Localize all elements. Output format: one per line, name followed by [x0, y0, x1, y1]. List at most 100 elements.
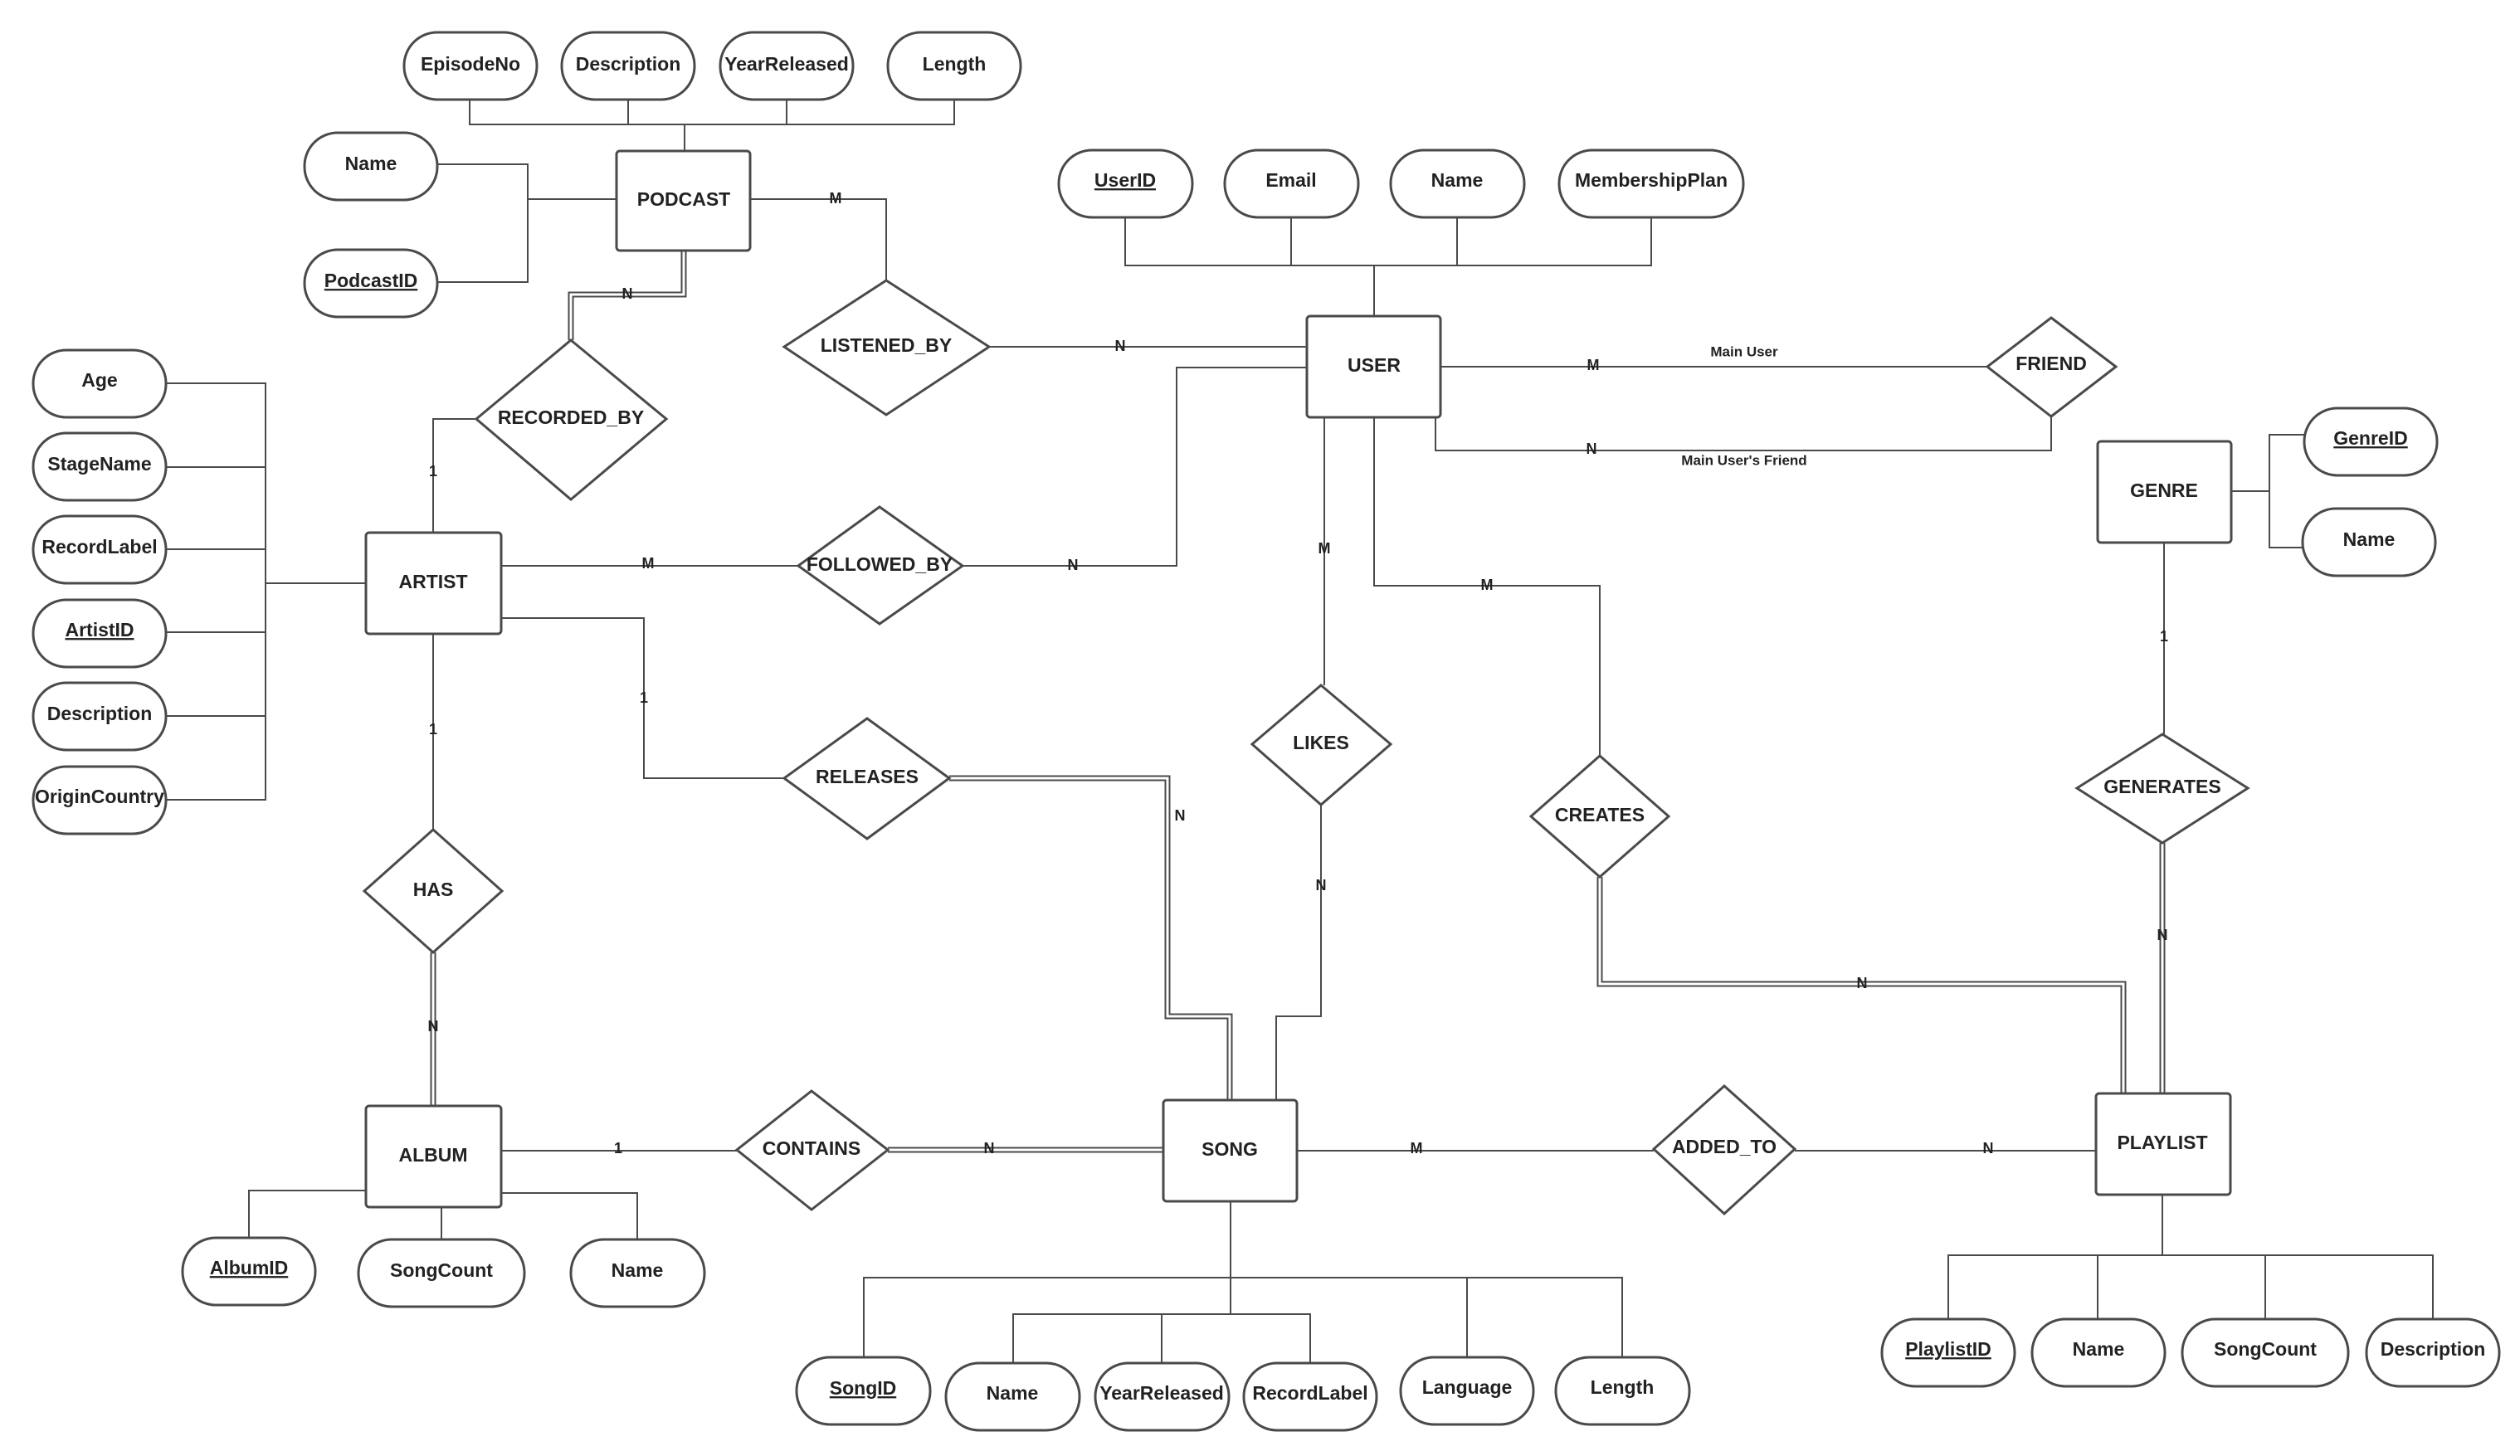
entity-genre[interactable]: GENRE [2096, 440, 2233, 544]
card-likes-song: N [1316, 877, 1327, 894]
svg-text:OriginCountry: OriginCountry [35, 786, 164, 807]
relationship-added-to[interactable]: ADDED_TO [1651, 1083, 1797, 1216]
relationship-contains[interactable]: CONTAINS [734, 1089, 890, 1211]
cardinality-labels: M N N 1 M N M N M N M N 1 N 1 N 1 N 1 N … [428, 190, 2169, 1157]
svg-text:RecordLabel: RecordLabel [41, 536, 157, 558]
card-user-likes: M [1318, 540, 1331, 557]
svg-text:Description: Description [2381, 1338, 2486, 1360]
svg-text:AlbumID: AlbumID [210, 1257, 289, 1278]
relationship-generates[interactable]: GENERATES [2074, 733, 2250, 845]
relationship-releases[interactable]: RELEASES [782, 717, 952, 840]
svg-text:Name: Name [2343, 528, 2396, 550]
attr-podcast-length[interactable]: Length [886, 31, 1022, 101]
attr-song-year-released[interactable]: YearReleased [1094, 1361, 1231, 1432]
entity-genre-label: GENRE [2130, 480, 2198, 501]
relationship-friend[interactable]: FRIEND [1985, 316, 2118, 418]
relationship-followed-by[interactable]: FOLLOWED_BY [796, 505, 965, 626]
card-artist-followed-by: M [642, 555, 655, 572]
relationship-releases-label: RELEASES [816, 766, 919, 787]
entity-playlist-label: PLAYLIST [2117, 1132, 2207, 1153]
attr-song-id[interactable]: SongID [795, 1356, 932, 1426]
attr-genre-id[interactable]: GenreID [2303, 407, 2439, 477]
attr-artist-id[interactable]: ArtistID [32, 598, 168, 669]
relationship-has[interactable]: HAS [362, 827, 504, 955]
relationship-likes[interactable]: LIKES [1250, 684, 1393, 806]
attr-user-email[interactable]: Email [1223, 149, 1360, 219]
relationship-recorded-by[interactable]: RECORDED_BY [474, 338, 669, 501]
attr-song-name[interactable]: Name [944, 1361, 1081, 1432]
card-contains-song: N [984, 1140, 995, 1157]
entity-artist-label: ARTIST [398, 571, 467, 592]
card-artist-has: 1 [429, 721, 437, 738]
attr-artist-age[interactable]: Age [32, 348, 168, 419]
attr-genre-name[interactable]: Name [2301, 507, 2437, 577]
card-releases-song: N [1175, 807, 1186, 824]
svg-text:PodcastID: PodcastID [324, 270, 417, 291]
attr-podcast-description[interactable]: Description [560, 31, 696, 101]
attr-song-language[interactable]: Language [1399, 1356, 1535, 1426]
relationship-contains-label: CONTAINS [763, 1137, 860, 1159]
card-creates-playlist: N [1857, 975, 1868, 991]
svg-text:Description: Description [576, 53, 681, 75]
svg-text:YearReleased: YearReleased [1099, 1382, 1224, 1404]
attr-playlist-description[interactable]: Description [2365, 1317, 2501, 1388]
attr-podcast-episode-no[interactable]: EpisodeNo [402, 31, 539, 101]
relationship-creates-label: CREATES [1555, 804, 1645, 825]
card-added-to-playlist: N [1983, 1140, 1994, 1157]
entity-artist[interactable]: ARTIST [364, 531, 503, 635]
attr-user-name[interactable]: Name [1389, 149, 1526, 219]
attr-artist-origin-country[interactable]: OriginCountry [32, 765, 168, 835]
attr-song-length[interactable]: Length [1554, 1356, 1691, 1426]
svg-text:Name: Name [987, 1382, 1039, 1404]
attr-podcast-year-released[interactable]: YearReleased [719, 31, 855, 101]
svg-text:MembershipPlan: MembershipPlan [1575, 169, 1728, 191]
svg-text:Age: Age [81, 369, 117, 391]
attr-podcast-name[interactable]: Name [303, 131, 439, 202]
entity-user-label: USER [1348, 354, 1401, 376]
card-user-friend-main: M [1587, 357, 1600, 373]
svg-text:Length: Length [923, 53, 987, 75]
attr-artist-record-label[interactable]: RecordLabel [32, 514, 168, 585]
relationship-recorded-by-label: RECORDED_BY [498, 407, 644, 428]
card-generates-playlist: N [2157, 927, 2168, 943]
svg-text:Name: Name [2073, 1338, 2125, 1360]
svg-text:StageName: StageName [47, 453, 151, 475]
relationship-generates-label: GENERATES [2103, 776, 2220, 797]
relationship-creates[interactable]: CREATES [1528, 754, 1671, 879]
svg-text:SongCount: SongCount [2214, 1338, 2317, 1360]
card-podcast-recorded-by: N [622, 285, 633, 302]
svg-text:EpisodeNo: EpisodeNo [421, 53, 520, 75]
relationship-listened-by[interactable]: LISTENED_BY [782, 279, 992, 416]
attr-artist-stage-name[interactable]: StageName [32, 431, 168, 502]
entity-playlist[interactable]: PLAYLIST [2094, 1092, 2232, 1196]
entity-podcast[interactable]: PODCAST [615, 149, 752, 252]
attr-song-record-label[interactable]: RecordLabel [1242, 1361, 1378, 1432]
relationship-likes-label: LIKES [1293, 732, 1349, 753]
card-user-creates: M [1481, 577, 1494, 593]
svg-text:Length: Length [1591, 1376, 1655, 1398]
svg-text:PlaylistID: PlaylistID [1905, 1338, 1991, 1360]
card-has-album: N [428, 1018, 439, 1035]
svg-text:Name: Name [345, 153, 397, 174]
attr-podcast-id[interactable]: PodcastID [303, 248, 439, 319]
card-followed-by-user: N [1068, 557, 1079, 573]
svg-text:Email: Email [1265, 169, 1316, 191]
attr-artist-description[interactable]: Description [32, 681, 168, 752]
svg-text:Description: Description [47, 703, 153, 724]
entity-album[interactable]: ALBUM [364, 1104, 503, 1209]
attr-playlist-song-count[interactable]: SongCount [2181, 1317, 2350, 1388]
attr-playlist-name[interactable]: Name [2030, 1317, 2167, 1388]
relationship-friend-label: FRIEND [2016, 353, 2087, 374]
entity-user[interactable]: USER [1305, 314, 1442, 419]
attr-user-id[interactable]: UserID [1057, 149, 1194, 219]
svg-text:SongCount: SongCount [390, 1259, 493, 1281]
attr-playlist-id[interactable]: PlaylistID [1880, 1317, 2016, 1388]
card-genre-generates: 1 [2160, 628, 2168, 645]
attr-album-id[interactable]: AlbumID [181, 1236, 317, 1307]
entity-song[interactable]: SONG [1162, 1098, 1299, 1203]
attr-album-song-count[interactable]: SongCount [357, 1238, 526, 1308]
attr-album-name[interactable]: Name [569, 1238, 706, 1308]
relationship-followed-by-label: FOLLOWED_BY [807, 553, 953, 575]
attr-user-membership-plan[interactable]: MembershipPlan [1557, 149, 1745, 219]
